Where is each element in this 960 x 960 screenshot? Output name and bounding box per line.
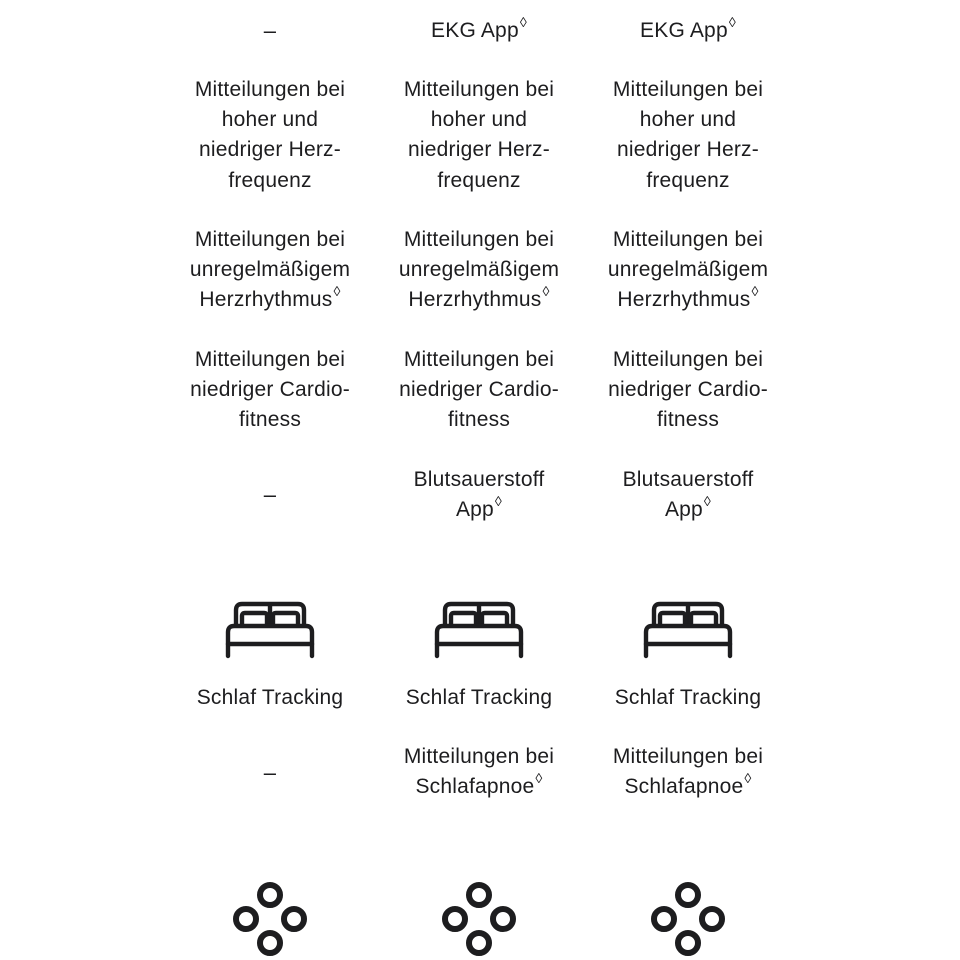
feature-text-line: Mitteilungen bei: [194, 348, 346, 371]
feature-text-line: hoher und: [639, 108, 737, 132]
feature-text-line: –: [263, 482, 277, 507]
feature-text-line: hoher und: [430, 108, 528, 132]
feature-text-line: fitness: [656, 408, 720, 432]
feature-text-line: frequenz: [437, 168, 521, 192]
mindfulness-icon: [649, 880, 727, 958]
ekg-app-feature: EKG App◊: [588, 14, 788, 46]
feature-text-line: fitness: [238, 408, 302, 432]
feature-text-line: App: [455, 498, 494, 522]
feature-text-line: niedriger Herz-: [199, 138, 341, 162]
cardio-fitness-notifications-feature: Mitteilungen bei niedriger Cardio-fitness: [588, 345, 788, 436]
feature-text-line: Mitteilungen bei: [194, 78, 346, 101]
footnote-diamond-icon: ◊: [703, 493, 712, 510]
bed-icon: [642, 600, 734, 662]
feature-text-line: Mitteilungen bei: [194, 228, 346, 251]
feature-text-line: niedriger Cardio-: [399, 378, 559, 402]
feature-text-line: unregelmäßigem: [398, 258, 560, 282]
sleep-tracking-feature: Schlaf Tracking: [379, 683, 579, 713]
feature-text-line: –: [263, 760, 277, 785]
feature-text: EKG App: [640, 19, 728, 42]
feature-text-line: Blutsauerstoff: [413, 468, 545, 491]
feature-text-line: Mitteilungen bei: [403, 228, 555, 251]
footnote-diamond-icon: ◊: [542, 283, 550, 300]
sleep-tracking-feature: Schlaf Tracking: [170, 683, 370, 713]
feature-text: Schlaf Tracking: [405, 686, 553, 709]
feature-text-line: niedriger Cardio-: [608, 378, 768, 402]
feature-text: Schlaf Tracking: [614, 686, 762, 709]
bed-icon: [224, 600, 316, 662]
cardio-fitness-notifications-feature: Mitteilungen bei niedriger Cardio-fitness: [379, 345, 579, 436]
footnote-diamond-icon: ◊: [333, 283, 341, 300]
heart-rate-notifications-feature: Mitteilungen bei hoher und niedriger Herz-…: [379, 75, 579, 196]
feature-text-line: niedriger Herz-: [408, 138, 550, 162]
feature-text-line: Mitteilungen bei: [403, 745, 555, 768]
feature-text-line: frequenz: [228, 168, 312, 192]
feature-text-line: unregelmäßigem: [189, 258, 351, 282]
footnote-diamond-icon: ◊: [751, 283, 759, 300]
feature-text: Schlaf Tracking: [196, 686, 344, 709]
feature-text-line: Mitteilungen bei: [612, 348, 764, 371]
feature-text-line: Herzrhythmus: [199, 288, 333, 312]
mindfulness-icon: [440, 880, 518, 958]
feature-text-line: Mitteilungen bei: [403, 78, 555, 101]
feature-text-line: Herzrhythmus: [408, 288, 542, 312]
feature-text-line: niedriger Herz-: [617, 138, 759, 162]
feature-text-line: unregelmäßigem: [607, 258, 769, 282]
feature-text-line: Schlafapnoe: [415, 775, 535, 799]
cardio-fitness-notifications-feature: Mitteilungen bei niedriger Cardio-fitness: [170, 345, 370, 436]
mindfulness-icon: [231, 880, 309, 958]
footnote-diamond-icon: ◊: [535, 770, 543, 787]
bed-icon: [433, 600, 525, 662]
feature-text-line: frequenz: [646, 168, 730, 192]
sleep-tracking-feature: Schlaf Tracking: [588, 683, 788, 713]
sleep-apnea-notifications-feature: –: [170, 758, 370, 788]
heart-rate-notifications-feature: Mitteilungen bei hoher und niedriger Herz-…: [170, 75, 370, 196]
feature-text-line: Schlafapnoe: [624, 775, 744, 799]
ekg-app-feature: EKG App◊: [379, 14, 579, 46]
heart-rate-notifications-feature: Mitteilungen bei hoher und niedriger Herz-…: [588, 75, 788, 196]
footnote-diamond-icon: ◊: [744, 770, 752, 787]
feature-text-line: Mitteilungen bei: [612, 78, 764, 101]
feature-text-line: Mitteilungen bei: [612, 745, 764, 768]
feature-text: –: [263, 18, 277, 43]
feature-text-line: Blutsauerstoff: [622, 468, 754, 491]
feature-text-line: App: [664, 498, 703, 522]
ekg-app-feature: –: [170, 16, 370, 46]
footnote-diamond-icon: ◊: [728, 14, 736, 30]
blood-oxygen-app-feature: –: [170, 480, 370, 510]
footnote-diamond-icon: ◊: [494, 493, 503, 510]
feature-text-line: Mitteilungen bei: [612, 228, 764, 251]
feature-text: EKG App: [431, 19, 519, 42]
footnote-diamond-icon: ◊: [519, 14, 527, 30]
feature-text-line: Herzrhythmus: [617, 288, 751, 312]
feature-text-line: fitness: [447, 408, 511, 432]
feature-text-line: Mitteilungen bei: [403, 348, 555, 371]
feature-text-line: niedriger Cardio-: [190, 378, 350, 402]
feature-text-line: hoher und: [221, 108, 319, 132]
feature-column-1: – Mitteilungen bei hoher und niedriger Herz…: [170, 0, 370, 960]
